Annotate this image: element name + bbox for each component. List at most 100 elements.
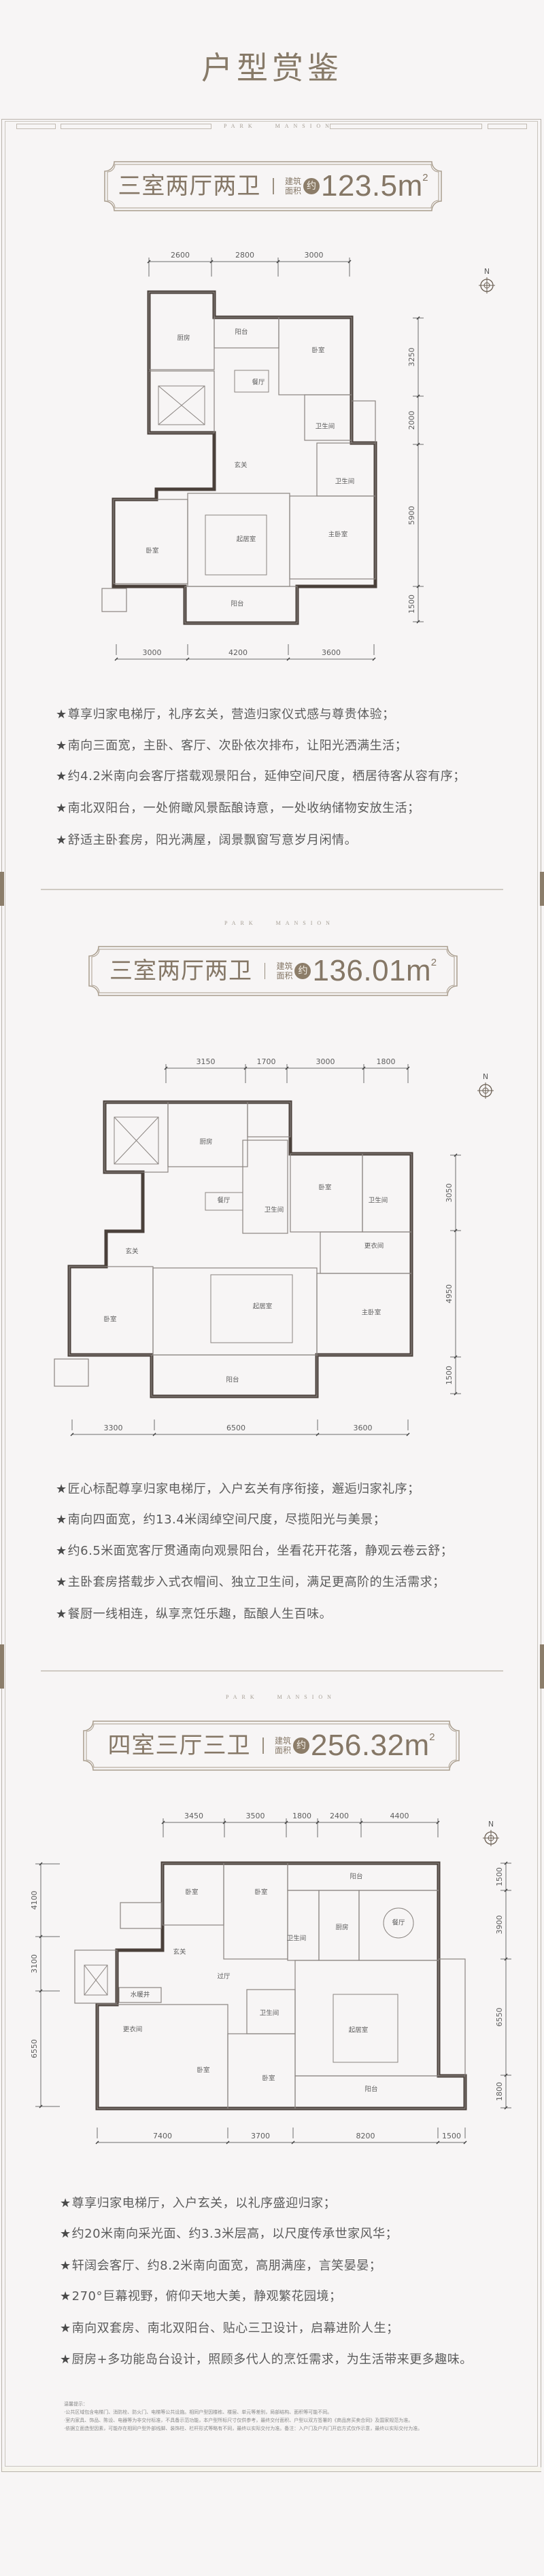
room-outline — [74, 1949, 118, 2004]
room-label: 卫生间 — [287, 1935, 307, 1943]
unit-title-cartouche: 四室三厅三卫 建筑面积 约 256.32 m 2 — [83, 1721, 460, 1771]
approx-badge: 约 — [292, 1737, 309, 1754]
room-outline — [227, 2033, 296, 2109]
dimension-tick-mark — [286, 657, 290, 661]
compass-north-label: N — [484, 267, 490, 276]
cartouche-border — [104, 161, 442, 211]
dimension-tick-mark — [226, 2140, 230, 2145]
dimension-tick-mark — [70, 1432, 74, 1436]
feature-item: ★主卧套房搭载步入式衣帽间、独立卫生间，满足更高阶的生活需求； — [56, 1574, 445, 1591]
dimension-tick-mark — [416, 394, 420, 398]
cartouche-frame — [104, 161, 442, 211]
feature-item: ★舒适主卧套房，阳光满屋，阔景飘窗写意岁月闲情。 — [56, 832, 357, 849]
dining-table — [383, 1907, 414, 1939]
dimension-label: 8200 — [356, 2132, 375, 2140]
star-icon: ★ — [56, 833, 67, 847]
star-icon: ★ — [56, 1513, 67, 1527]
elevator-icon — [114, 1116, 159, 1165]
dimension-label: 7400 — [153, 2132, 172, 2140]
brand-text: PARK MANSION — [224, 123, 334, 129]
area-label: 建筑面积 — [275, 1736, 291, 1755]
side-accent-bar — [0, 1644, 4, 1689]
star-icon: ★ — [56, 707, 67, 722]
dimension-label: 6550 — [495, 2008, 504, 2027]
cartouche-border — [86, 1723, 457, 1768]
star-icon: ★ — [56, 1607, 67, 1621]
dimension-label: 1500 — [495, 1867, 504, 1886]
exterior-wall — [95, 1861, 467, 2111]
frame-border — [1, 119, 541, 2472]
room-label: 卫生间 — [316, 423, 335, 431]
approx-badge: 约 — [294, 963, 311, 979]
room-outline — [242, 1140, 288, 1234]
dimension-label: 3000 — [305, 251, 324, 260]
room-label: 餐厅 — [252, 378, 265, 387]
unit-title-cartouche: 三室两厅两卫 建筑面积 约 136.01 m 2 — [88, 946, 458, 996]
feature-text: 主卧套房搭载步入式衣帽间、独立卫生间，满足更高阶的生活需求； — [67, 1575, 445, 1589]
feature-text: 约20米南向采光面、约3.3米层高，以尺度传承世家风华； — [71, 2227, 398, 2241]
room-outline — [97, 2004, 228, 2109]
section-divider — [41, 889, 503, 890]
area-unit: m — [406, 954, 431, 987]
feature-text: 舒适主卧套房，阳光满屋，阔景飘窗写意岁月闲情。 — [67, 833, 358, 847]
ornament-box — [330, 124, 482, 129]
star-icon: ★ — [60, 2352, 71, 2367]
dimension-tick-mark — [209, 260, 214, 264]
separator — [264, 963, 266, 979]
compass-north-label: N — [483, 1072, 488, 1081]
feature-item: ★厨房+多功能岛台设计，照顾多代人的烹饪需求，为生活带来更多趣味。 — [60, 2352, 473, 2368]
dimension-tick-mark — [39, 1862, 43, 1866]
area-value: 136.01 — [312, 954, 407, 987]
feature-item: ★约6.5米面宽客厅贯通南向观景阳台，坐看花开花落，静观云卷云舒； — [56, 1543, 453, 1559]
separator — [273, 178, 274, 194]
room-label: 厨房 — [177, 334, 190, 342]
room-outline — [287, 1863, 439, 1891]
dimension-tick-mark — [504, 1888, 508, 1892]
elevator-icon — [84, 1964, 108, 1996]
feature-text: 尊享归家电梯厅，礼序玄关，营造归家仪式感与尊贵体验； — [67, 707, 395, 722]
area-unit: m — [397, 169, 423, 202]
dimension-label: 3900 — [495, 1916, 504, 1935]
dimension-label: 3300 — [104, 1424, 123, 1432]
elevator-car — [84, 1964, 108, 1996]
brand-text: PARK MANSION — [224, 920, 335, 926]
dimension-tick-mark — [436, 1820, 440, 1824]
dimension-tick-mark — [416, 316, 420, 320]
star-icon: ★ — [56, 1575, 67, 1589]
room-label: 卧室 — [146, 547, 158, 555]
room-label: 卧室 — [262, 2075, 275, 2083]
room-outline — [290, 1153, 363, 1233]
room-label: 餐厅 — [392, 1919, 405, 1927]
dimension-label: 3250 — [407, 348, 416, 367]
side-accent-bar — [540, 1644, 544, 1689]
area-unit: m — [404, 1729, 430, 1762]
star-icon: ★ — [60, 2227, 71, 2241]
dimension-tick-mark — [504, 2106, 508, 2110]
area-label-top: 建筑 — [274, 1736, 291, 1746]
star-icon: ★ — [60, 2259, 71, 2273]
star-icon: ★ — [60, 2321, 71, 2335]
room-label: 卧室 — [197, 2066, 209, 2075]
feature-item: ★轩阔会客厅、约8.2米南向面宽，高朋满座，言笑晏晏； — [60, 2258, 381, 2274]
room-outline — [316, 1273, 412, 1356]
room-label: 玄关 — [173, 1948, 186, 1956]
room-outline — [104, 1101, 169, 1173]
dimension-tick-mark — [454, 1355, 458, 1359]
living-rug — [210, 1274, 293, 1343]
dimension-label: 1800 — [495, 2082, 504, 2101]
feature-text: 餐厨一线相连，纵享烹饪乐趣，酝酿人生百味。 — [67, 1607, 333, 1621]
dimension-tick-mark — [436, 2140, 440, 2145]
room-label: 卫生间 — [369, 1197, 388, 1205]
dimension-tick-mark — [454, 1229, 458, 1233]
brand-text: PARK MANSION — [226, 1694, 336, 1700]
feature-item: ★南向双套房、南北双阳台、贴心三卫设计，启幕进阶人生； — [60, 2321, 399, 2337]
dimension-label: 1800 — [377, 1057, 396, 1066]
dimension-tick-mark — [316, 1820, 320, 1824]
dimension-label: 2600 — [171, 251, 190, 260]
area-label-bottom: 面积 — [276, 971, 293, 981]
dimension-tick-mark — [39, 1989, 43, 1993]
room-label: 阳台 — [231, 600, 243, 608]
room-label: 卫生间 — [335, 478, 355, 486]
area-value: 123.5 — [320, 169, 398, 202]
